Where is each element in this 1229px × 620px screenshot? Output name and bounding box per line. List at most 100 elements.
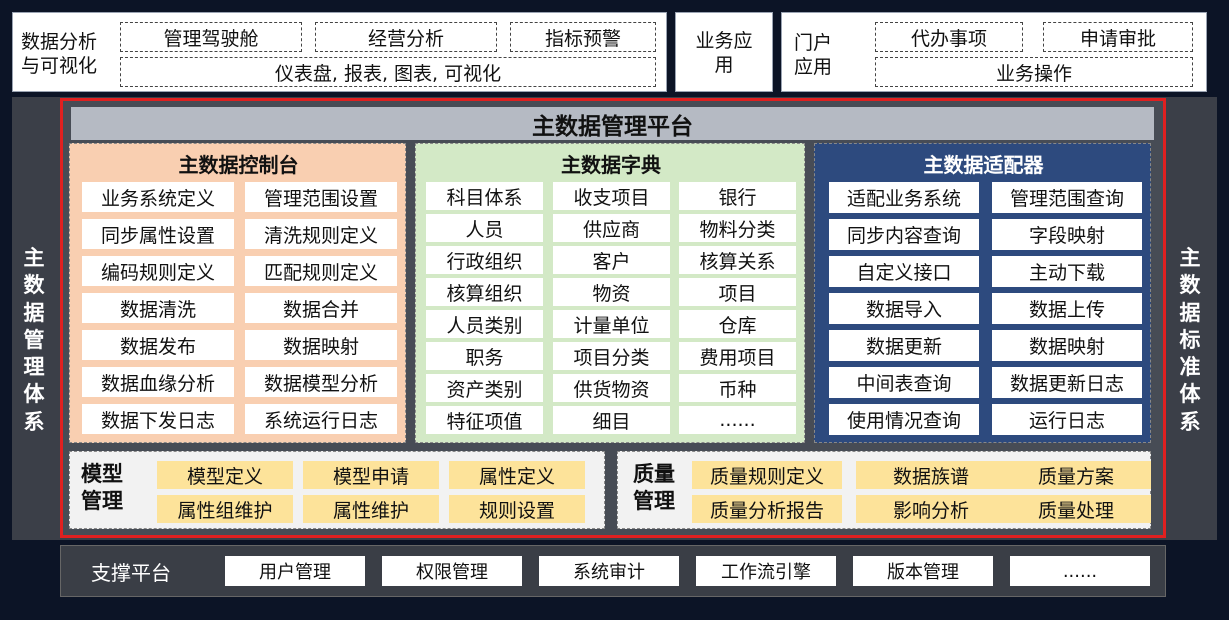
support-item-0[interactable]: 用户管理	[225, 556, 365, 586]
adapter-item-3[interactable]: 字段映射	[992, 219, 1142, 250]
adapter-item-1[interactable]: 管理范围查询	[992, 182, 1142, 213]
control-item-8[interactable]: 数据发布	[82, 330, 234, 360]
control-item-10[interactable]: 数据血缘分析	[82, 367, 234, 397]
control-item-0[interactable]: 业务系统定义	[82, 182, 234, 212]
adapter-item-7[interactable]: 数据上传	[992, 293, 1142, 324]
cockpit-item[interactable]: 管理驾驶舱	[120, 22, 302, 52]
quality-item-0[interactable]: 质量规则定义	[692, 461, 842, 489]
adapter-item-6[interactable]: 数据导入	[829, 293, 979, 324]
support-item-4[interactable]: 版本管理	[853, 556, 993, 586]
dictionary-item-9[interactable]: 核算组织	[426, 278, 543, 306]
todo-item[interactable]: 代办事项	[875, 22, 1023, 52]
control-item-12[interactable]: 数据下发日志	[82, 404, 234, 434]
control-item-7[interactable]: 数据合并	[245, 293, 397, 323]
dictionary-item-21[interactable]: 特征项值	[426, 406, 543, 434]
dictionary-item-0[interactable]: 科目体系	[426, 182, 543, 210]
dictionary-item-14[interactable]: 仓库	[679, 310, 796, 338]
analysis-visualization-box: 数据分析 与可视化 管理驾驶舱 经营分析 指标预警 仪表盘, 报表, 图表, 可…	[12, 12, 667, 92]
model-item-1[interactable]: 模型申请	[303, 461, 439, 489]
quality-management-panel: 质量 管理 质量规则定义数据族谱质量方案质量分析报告影响分析质量处理	[617, 451, 1151, 529]
quality-item-3[interactable]: 质量分析报告	[692, 495, 842, 523]
dictionary-item-22[interactable]: 细目	[553, 406, 670, 434]
model-label-line2: 管理	[81, 489, 123, 514]
dictionary-item-2[interactable]: 银行	[679, 182, 796, 210]
adapter-item-10[interactable]: 中间表查询	[829, 367, 979, 398]
adapter-item-13[interactable]: 运行日志	[992, 404, 1142, 435]
dashboard-report-item[interactable]: 仪表盘, 报表, 图表, 可视化	[120, 57, 656, 87]
dictionary-item-8[interactable]: 核算关系	[679, 246, 796, 274]
model-item-4[interactable]: 属性维护	[303, 495, 439, 523]
business-app-label: 业务应 用	[676, 30, 772, 78]
portal-label-line1: 门户	[794, 32, 833, 54]
support-item-1[interactable]: 权限管理	[382, 556, 522, 586]
dictionary-item-1[interactable]: 收支项目	[553, 182, 670, 210]
dictionary-item-11[interactable]: 项目	[679, 278, 796, 306]
dictionary-item-15[interactable]: 职务	[426, 342, 543, 370]
right-side-label: 主数据标准体系	[1179, 246, 1201, 434]
adapter-item-2[interactable]: 同步内容查询	[829, 219, 979, 250]
analysis-label-line2: 与可视化	[21, 54, 98, 77]
quality-item-2[interactable]: 质量方案	[1001, 461, 1151, 489]
business-operation-item[interactable]: 业务操作	[875, 57, 1193, 87]
quality-item-5[interactable]: 质量处理	[1001, 495, 1151, 523]
dictionary-item-5[interactable]: 物料分类	[679, 214, 796, 242]
control-item-1[interactable]: 管理范围设置	[245, 182, 397, 212]
business-analysis-item[interactable]: 经营分析	[315, 22, 497, 52]
support-item-2[interactable]: 系统审计	[539, 556, 679, 586]
dictionary-item-18[interactable]: 资产类别	[426, 374, 543, 402]
support-item-3[interactable]: 工作流引擎	[696, 556, 836, 586]
control-item-2[interactable]: 同步属性设置	[82, 219, 234, 249]
dictionary-item-17[interactable]: 费用项目	[679, 342, 796, 370]
dictionary-item-19[interactable]: 供货物资	[553, 374, 670, 402]
quality-item-4[interactable]: 影响分析	[856, 495, 1006, 523]
dictionary-item-6[interactable]: 行政组织	[426, 246, 543, 274]
control-item-3[interactable]: 清洗规则定义	[245, 219, 397, 249]
adapter-item-12[interactable]: 使用情况查询	[829, 404, 979, 435]
model-item-5[interactable]: 规则设置	[449, 495, 585, 523]
control-item-11[interactable]: 数据模型分析	[245, 367, 397, 397]
model-item-2[interactable]: 属性定义	[449, 461, 585, 489]
business-app-box[interactable]: 业务应 用	[675, 12, 773, 92]
dictionary-panel: 主数据字典 科目体系收支项目银行人员供应商物料分类行政组织客户核算关系核算组织物…	[415, 143, 805, 443]
portal-label-line2: 应用	[794, 55, 833, 78]
dictionary-panel-title: 主数据字典	[561, 152, 661, 177]
model-item-3[interactable]: 属性组维护	[157, 495, 293, 523]
model-item-0[interactable]: 模型定义	[157, 461, 293, 489]
dictionary-item-16[interactable]: 项目分类	[553, 342, 670, 370]
dictionary-item-12[interactable]: 人员类别	[426, 310, 543, 338]
model-management-label: 模型 管理	[81, 461, 131, 516]
adapter-item-0[interactable]: 适配业务系统	[829, 182, 979, 213]
indicator-alert-item[interactable]: 指标预警	[510, 22, 656, 52]
adapter-item-11[interactable]: 数据更新日志	[992, 367, 1142, 398]
dictionary-item-3[interactable]: 人员	[426, 214, 543, 242]
dictionary-item-13[interactable]: 计量单位	[553, 310, 670, 338]
quality-item-1[interactable]: 数据族谱	[856, 461, 1006, 489]
control-item-6[interactable]: 数据清洗	[82, 293, 234, 323]
control-item-13[interactable]: 系统运行日志	[245, 404, 397, 434]
adapter-item-9[interactable]: 数据映射	[992, 330, 1142, 361]
adapter-panel: 主数据适配器 适配业务系统管理范围查询同步内容查询字段映射自定义接口主动下载数据…	[814, 143, 1151, 443]
analysis-label: 数据分析 与可视化	[21, 31, 116, 79]
business-app-line1: 业务应	[695, 30, 753, 52]
application-approval-item[interactable]: 申请审批	[1043, 22, 1193, 52]
platform-title: 主数据管理平台	[532, 113, 693, 140]
dictionary-item-23[interactable]: ......	[679, 406, 796, 434]
adapter-panel-title: 主数据适配器	[923, 152, 1044, 177]
adapter-item-5[interactable]: 主动下载	[992, 256, 1142, 287]
dictionary-item-7[interactable]: 客户	[553, 246, 670, 274]
business-app-line2: 用	[714, 53, 734, 76]
control-panel: 主数据控制台 业务系统定义管理范围设置同步属性设置清洗规则定义编码规则定义匹配规…	[69, 143, 406, 443]
dictionary-item-10[interactable]: 物资	[553, 278, 670, 306]
support-item-5[interactable]: ......	[1010, 556, 1150, 586]
control-item-5[interactable]: 匹配规则定义	[245, 256, 397, 286]
adapter-item-4[interactable]: 自定义接口	[829, 256, 979, 287]
quality-label-line2: 管理	[633, 489, 675, 514]
platform-title-bar: 主数据管理平台	[71, 107, 1154, 140]
adapter-item-8[interactable]: 数据更新	[829, 330, 979, 361]
control-item-4[interactable]: 编码规则定义	[82, 256, 234, 286]
control-panel-title: 主数据控制台	[178, 152, 299, 177]
dictionary-item-4[interactable]: 供应商	[553, 214, 670, 242]
control-item-9[interactable]: 数据映射	[245, 330, 397, 360]
analysis-label-line1: 数据分析	[21, 31, 98, 53]
dictionary-item-20[interactable]: 币种	[679, 374, 796, 402]
